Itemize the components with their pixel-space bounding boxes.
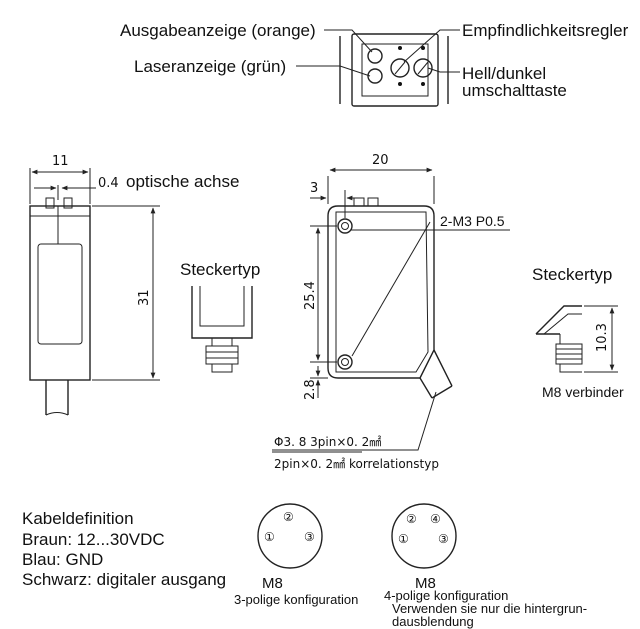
connector-3pin-caption: 3-polige konfiguration: [234, 592, 358, 607]
connector-3pin-name: M8: [262, 575, 283, 592]
front-bottom-dim: 2.8: [303, 379, 318, 400]
side-offset-dim: 0.4: [98, 176, 119, 191]
cable-definition-title: Kabeldefinition: [22, 509, 134, 528]
cable-line-black: Schwarz: digitaler ausgang: [22, 570, 226, 589]
top-view: [296, 29, 460, 107]
screw-label: 2-M3 P0.5: [440, 213, 505, 229]
right-dim: 10.3: [595, 323, 610, 352]
connector-4pin: ② ④ ① ③: [391, 503, 457, 569]
optical-axis-label: optische achse: [126, 172, 239, 191]
laser-indicator-label: Laseranzeige (grün): [134, 57, 286, 76]
connector-4pin-caption: 4-polige konfiguration: [384, 588, 508, 603]
pin-3: ③: [304, 530, 315, 544]
right-plug-view: [535, 305, 618, 373]
pin-2: ②: [406, 512, 417, 526]
mount-hole-bottom-icon: [337, 354, 353, 370]
right-plug-type-label: Steckertyp: [532, 265, 612, 284]
cable-line-blue: Blau: GND: [22, 550, 103, 569]
output-led-icon: [367, 48, 383, 64]
front-view: [272, 167, 510, 453]
m8-connector-label: M8 verbinder: [542, 384, 624, 400]
plug-type-label: Steckertyp: [180, 260, 260, 279]
cable-line-brown: Braun: 12...30VDC: [22, 530, 165, 549]
sensitivity-label: Empfindlichkeitsregler: [462, 21, 629, 40]
light-dark-label-1: Hell/dunkel: [462, 64, 546, 83]
cable-spec-2: 2pin×0. 2㎟ korrelationstyp: [274, 457, 439, 471]
front-cable: [419, 349, 453, 399]
front-hole-spacing-dim: 25.4: [303, 281, 318, 310]
side-width-dim: 11: [52, 154, 69, 169]
front-width-dim: 20: [372, 153, 389, 168]
output-indicator-label: Ausgabeanzeige (orange): [120, 21, 316, 40]
front-hole-offset-dim: 3: [310, 181, 318, 196]
laser-led-icon: [367, 68, 383, 84]
side-height-dim: 31: [137, 289, 152, 306]
cable-spec-1: Φ3. 8 3pin×0. 2㎟: [274, 435, 381, 449]
pin-2: ②: [283, 510, 294, 524]
mount-hole-top-icon: [337, 218, 353, 234]
pin-4: ④: [430, 512, 441, 526]
pin-1: ①: [398, 532, 409, 546]
side-view: [29, 168, 160, 416]
plug-side-view: [191, 286, 253, 373]
connector-4pin-note-1: Verwenden sie nur die hintergrun-: [392, 601, 587, 616]
sensitivity-knob-icon: [390, 46, 410, 86]
connector-4pin-name: M8: [415, 575, 436, 592]
pin-1: ①: [264, 530, 275, 544]
mode-switch-icon: [413, 46, 433, 86]
light-dark-label-2: umschalttaste: [462, 81, 567, 100]
pin-3: ③: [438, 532, 449, 546]
connector-4pin-note-2: dausblendung: [392, 614, 474, 629]
connector-3pin: ② ① ③: [257, 503, 323, 569]
